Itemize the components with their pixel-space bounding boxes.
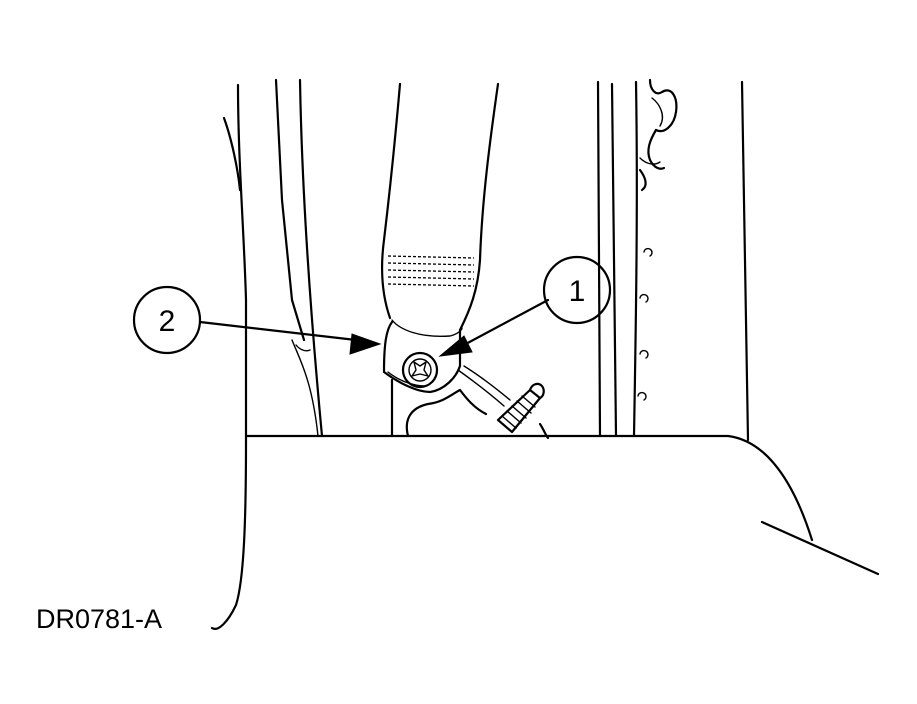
figure-id-label: DR0781-A — [36, 604, 162, 634]
callout-1-circle — [542, 255, 612, 325]
seat-belt-webbing — [380, 82, 500, 338]
callout-1-arrowhead — [438, 335, 473, 357]
callout-2-circle — [132, 285, 202, 355]
threaded-stud — [496, 382, 545, 434]
callout-2-arrowhead — [349, 333, 382, 355]
callout-2: 2 — [132, 285, 382, 355]
seat-cushion-outline — [244, 434, 880, 576]
door-frame-right — [596, 78, 750, 442]
pillar-trim-left — [210, 78, 324, 630]
anchor-bracket — [390, 365, 550, 440]
anchor-bolt — [401, 351, 439, 389]
callout-2-number: 2 — [159, 305, 176, 338]
callout-1-number: 1 — [569, 275, 586, 308]
callout-1: 1 — [438, 255, 612, 357]
